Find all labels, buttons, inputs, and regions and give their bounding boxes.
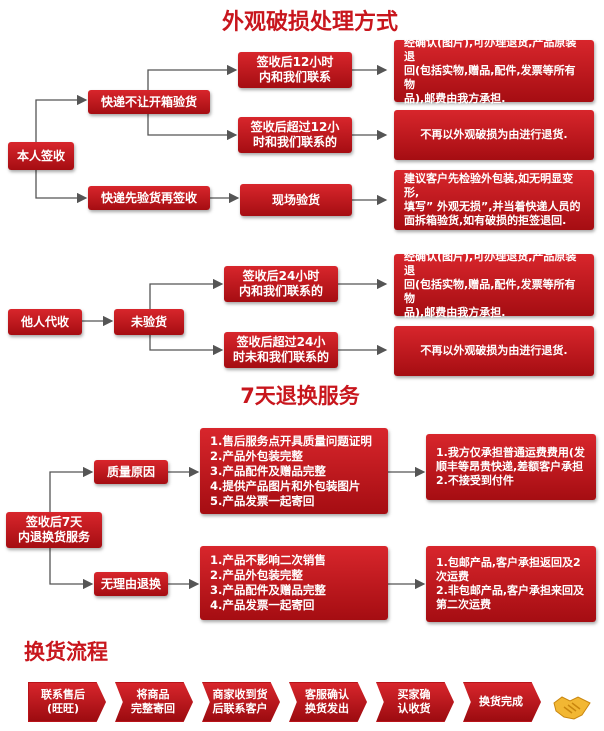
exchange-title: 换货流程 [24, 640, 108, 664]
no-inspect-box: 快递不让开箱验货 [88, 90, 210, 114]
result-within-12h: 经确认(图片),可办理退货,产品原装退 回(包括实物,赠品,配件,发票等所有物 … [394, 36, 594, 105]
within-12h-box: 签收后12小时 内和我们联系 [238, 52, 352, 88]
not-inspected-box: 未验货 [114, 309, 184, 335]
result-over-24h: 不再以外观破损为由进行退货. [394, 326, 594, 376]
proxy-sign-box: 他人代收 [8, 309, 82, 335]
result-onsite: 建议客户先检验外包装,如无明显变形, 填写” 外观无损”,并当着快递人员的 面拆… [394, 170, 594, 230]
seven-day-root-box: 签收后7天 内退换货服务 [6, 512, 102, 548]
inspect-first-box: 快递先验货再签收 [88, 186, 210, 210]
exchange-step: 换货完成 [463, 682, 541, 722]
no-reason-box: 无理由退换 [94, 572, 168, 596]
handshake-icon [553, 696, 591, 720]
exchange-step: 商家收到货 后联系客户 [202, 682, 280, 722]
exchange-step: 客服确认 换货发出 [289, 682, 367, 722]
exchange-step: 买家确 认收货 [376, 682, 454, 722]
quality-result-box: 1.我方仅承担普通运费费用(发 顺丰等昂贵快递,差额客户承担 2.不接受到付件 [426, 434, 596, 500]
exchange-step: 将商品 完整寄回 [115, 682, 193, 722]
result-over-12h: 不再以外观破损为由进行退货. [394, 110, 594, 160]
self-sign-box: 本人签收 [8, 142, 74, 170]
quality-conditions-box: 1.售后服务点开具质量问题证明 2.产品外包装完整 3.产品配件及赠品完整 4.… [200, 428, 388, 514]
result-within-24h: 经确认(图片),可办理退货,产品原装退 回(包括实物,赠品,配件,发票等所有物 … [394, 250, 594, 319]
no-reason-conditions-box: 1.产品不影响二次销售 2.产品外包装完整 3.产品配件及赠品完整 4.产品发票… [200, 546, 388, 620]
exchange-step: 联系售后 (旺旺) [28, 682, 106, 722]
seven-day-title: 7天退换服务 [240, 384, 360, 408]
over-12h-box: 签收后超过12小 时和我们联系的 [238, 117, 352, 153]
no-reason-result-box: 1.包邮产品,客户承担返回及2 次运费 2.非包邮产品,客户承担来回及 第二次运… [426, 546, 596, 622]
within-24h-box: 签收后24小时 内和我们联系的 [224, 266, 338, 302]
main-title: 外观破损处理方式 [221, 10, 398, 35]
over-24h-box: 签收后超过24小 时未和我们联系的 [224, 332, 338, 368]
onsite-inspect-box: 现场验货 [240, 184, 352, 216]
quality-reason-box: 质量原因 [94, 460, 168, 484]
